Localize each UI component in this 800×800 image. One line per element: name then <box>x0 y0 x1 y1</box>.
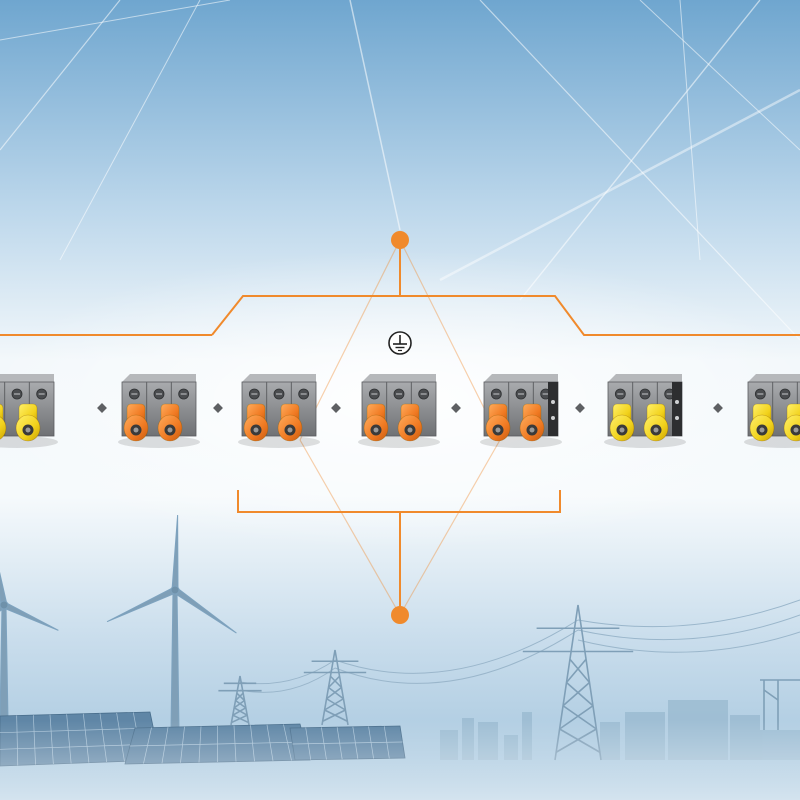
terminal-block <box>358 374 440 448</box>
diamond-separator-icon <box>213 403 223 413</box>
orange-connector-plug <box>519 403 545 442</box>
yellow-connector-plug <box>643 403 669 442</box>
orange-network-diagram <box>0 239 800 616</box>
wind-turbine <box>0 571 59 721</box>
diamond-separator-icon <box>575 403 585 413</box>
terminal-block <box>480 374 562 448</box>
diamond-separator-icon <box>331 403 341 413</box>
yellow-connector-plug <box>0 403 7 440</box>
orange-connector-plug <box>363 403 389 442</box>
orange-connector-plug <box>397 403 423 442</box>
terminal-block <box>118 374 200 448</box>
ground-fade <box>0 720 800 800</box>
orange-connector-plug <box>157 403 183 442</box>
light-streaks <box>0 0 800 341</box>
yellow-connector-plug <box>609 403 635 442</box>
orange-node-dot-icon <box>391 231 409 249</box>
ground-symbol-icon <box>388 331 412 355</box>
yellow-connector-plug <box>15 403 41 442</box>
orange-node-dot-icon <box>391 606 409 624</box>
terminal-block <box>238 374 320 448</box>
wind-turbine <box>106 515 237 731</box>
yellow-connector-plug <box>749 403 775 442</box>
orange-connector-plug <box>123 403 149 442</box>
terminal-block-row <box>0 374 800 448</box>
orange-connector-plug <box>277 403 303 442</box>
terminal-block <box>744 374 800 448</box>
diamond-separator-icon <box>713 403 723 413</box>
orange-connector-plug <box>243 403 269 442</box>
orange-connector-plug <box>485 403 511 442</box>
pylon <box>303 649 367 726</box>
wind-turbines <box>0 515 237 731</box>
terminal-block <box>604 374 686 448</box>
terminal-block <box>0 374 58 448</box>
diamond-separator-icon <box>451 403 461 413</box>
yellow-connector-plug <box>783 403 800 442</box>
pylon <box>218 675 262 726</box>
